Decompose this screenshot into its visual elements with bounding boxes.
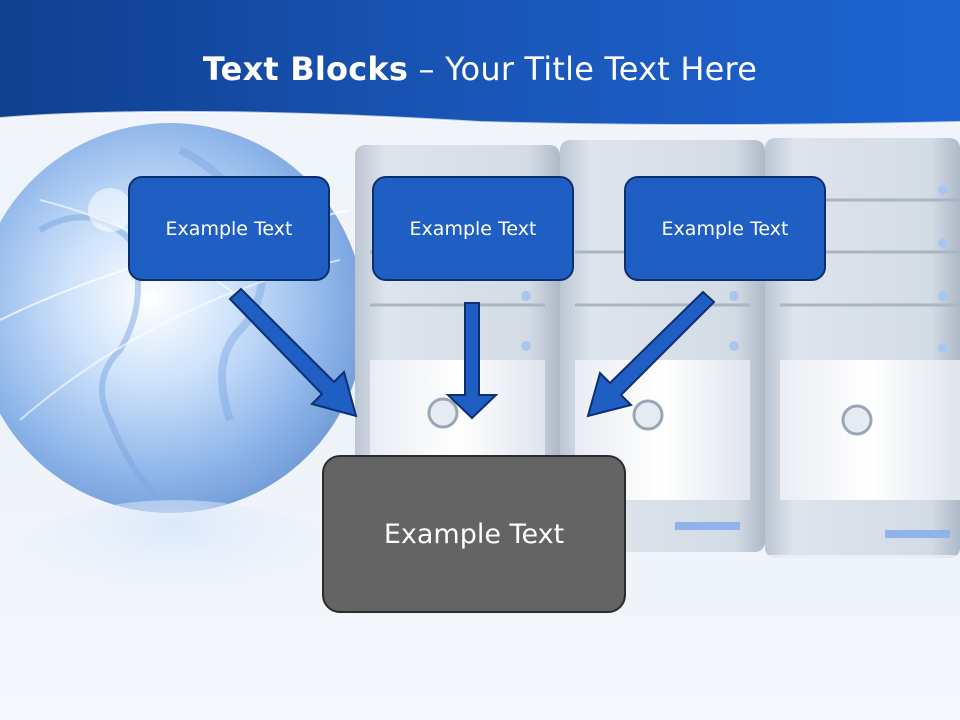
center-text-block[interactable]: Example Text	[322, 455, 626, 613]
text-block-label: Example Text	[661, 217, 789, 240]
text-block-right[interactable]: Example Text	[624, 176, 826, 281]
slide-title: Text Blocks – Your Title Text Here	[0, 50, 960, 88]
title-dash: –	[408, 50, 446, 88]
title-rest: Your Title Text Here	[445, 50, 758, 88]
text-block-left[interactable]: Example Text	[128, 176, 330, 281]
header-band	[0, 0, 960, 125]
text-block-label: Example Text	[409, 217, 537, 240]
text-block-middle[interactable]: Example Text	[372, 176, 574, 281]
center-block-label: Example Text	[383, 518, 565, 550]
text-block-label: Example Text	[165, 217, 293, 240]
title-bold-part: Text Blocks	[202, 50, 409, 88]
